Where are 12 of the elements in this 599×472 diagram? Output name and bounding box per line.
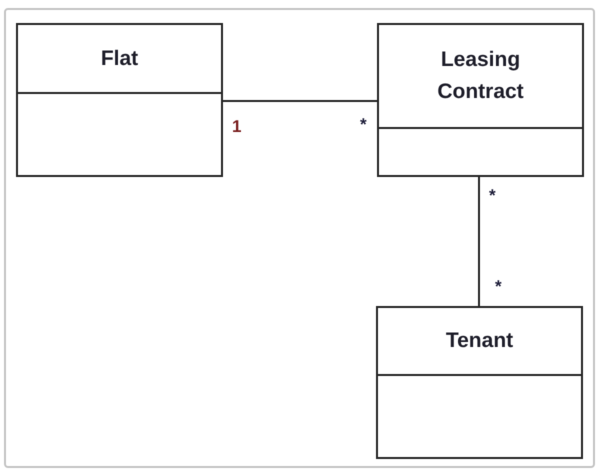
class-name: Tenant — [446, 328, 514, 354]
class-box — [16, 23, 223, 177]
association-line — [478, 177, 480, 306]
multiplicity-label: * — [489, 187, 496, 205]
multiplicity-label: * — [360, 116, 367, 134]
class-name: Flat — [100, 46, 138, 72]
association-line — [223, 100, 377, 102]
multiplicity-label: * — [495, 278, 502, 296]
class-box — [377, 23, 584, 177]
class-box — [376, 306, 583, 459]
class-name: Leasing Contract — [436, 47, 525, 105]
multiplicity-label: 1 — [232, 118, 242, 136]
